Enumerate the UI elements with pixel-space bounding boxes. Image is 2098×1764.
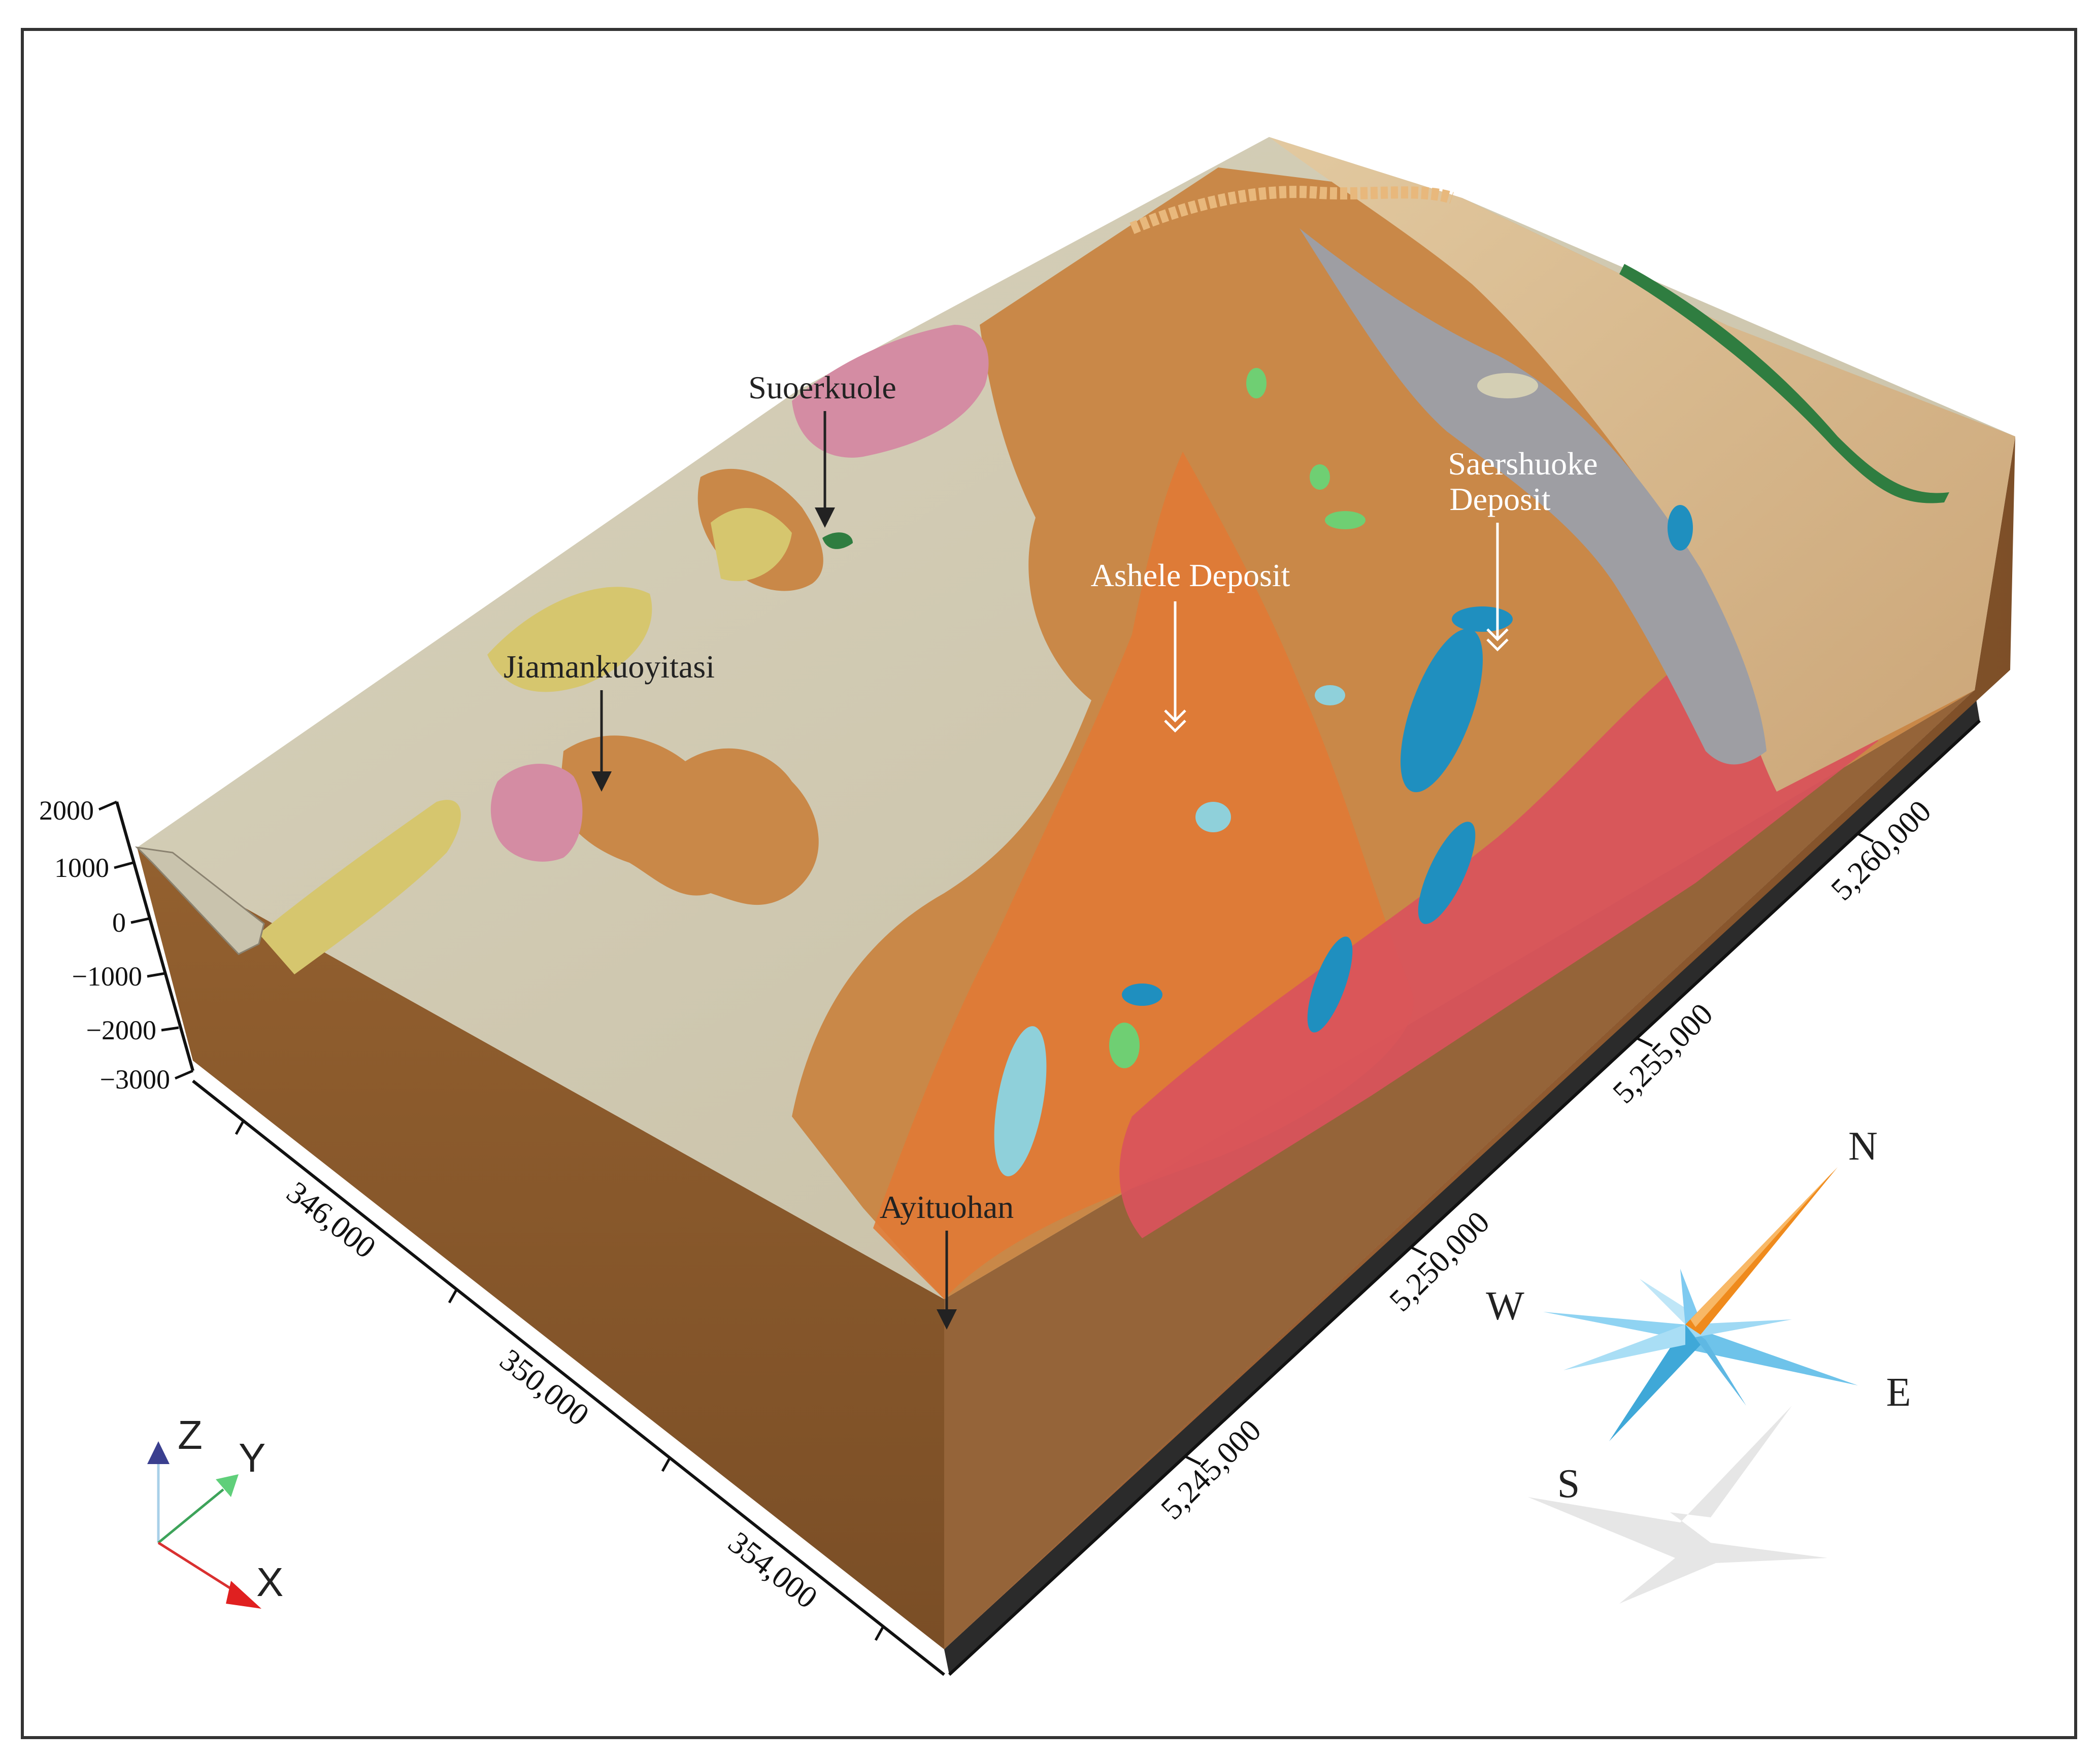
elevation-tick-mark	[130, 917, 150, 924]
triad-label-y: Y	[239, 1435, 265, 1480]
label-suoerkuole: Suoerkuole	[748, 369, 896, 528]
label-ashele-text: Ashele Deposit	[1091, 557, 1290, 593]
triad-y-arrow	[216, 1474, 239, 1497]
northing-tick-mark	[1636, 1037, 1653, 1047]
brown-patch-jiamankuoyitasi	[558, 735, 819, 905]
compass-ray-west	[1543, 1312, 1685, 1340]
green-patch-suoerkuole	[822, 532, 853, 549]
triad-label-z: Z	[178, 1412, 203, 1457]
green-patch-4	[1246, 368, 1267, 398]
pink-patch-suoerkuole	[792, 325, 989, 458]
elevation-axis: 2000 1000 0 −1000 −2000 −3000	[39, 795, 194, 1095]
compass-ray-ne	[1685, 1319, 1792, 1337]
label-suoerkuole-text: Suoerkuole	[748, 369, 896, 405]
compass-ray-se	[1685, 1325, 1746, 1406]
compass-star	[1543, 1167, 1858, 1441]
unit-red	[1119, 609, 1878, 1238]
elevation-axis-line	[115, 801, 194, 1071]
easting-tick-mark	[874, 1625, 885, 1641]
sw-edge-structure	[135, 846, 265, 955]
elevation-tick-label: −1000	[72, 961, 142, 992]
northing-tick-mark	[1410, 1246, 1427, 1257]
compass-ray-south	[1609, 1325, 1701, 1441]
elevation-tick-mark	[175, 1069, 193, 1080]
triad-z-arrow	[147, 1441, 170, 1464]
figure-frame	[21, 28, 2077, 1739]
yellow-patch-north	[711, 508, 792, 582]
elevation-tick-label: 0	[112, 907, 126, 938]
compass-label-west: W	[1486, 1284, 1524, 1329]
label-jiamankuoyitasi-text: Jiamankuoyitasi	[504, 649, 715, 685]
lightblue-patch-2	[1195, 802, 1231, 832]
elevation-tick-mark	[147, 972, 165, 978]
easting-axis-line	[192, 1079, 945, 1676]
triad-y-axis	[157, 1488, 224, 1544]
compass-shadow	[1528, 1406, 1827, 1604]
compass-label-east: E	[1886, 1370, 1911, 1415]
blue-lens-3	[1307, 936, 1353, 1033]
label-saershuoke-line1: Saershuoke	[1448, 446, 1597, 482]
compass-ray-north-highlight	[1690, 1172, 1833, 1327]
compass-rose: N W E S	[1486, 1124, 1911, 1604]
compass-ray-nw	[1640, 1279, 1695, 1325]
elevation-tick-label: −3000	[100, 1064, 170, 1095]
elevation-tick-label: 2000	[39, 795, 94, 826]
ridge-track	[1129, 186, 1454, 234]
label-saershuoke: Saershuoke Deposit	[1448, 446, 1598, 652]
label-ayituohan-text: Ayituohan	[880, 1189, 1014, 1225]
green-patch-3	[1310, 464, 1330, 490]
elevation-tick-mark	[161, 1026, 179, 1032]
yellow-patch-southwest	[259, 800, 461, 974]
axis-triad: Z Y X	[147, 1412, 283, 1609]
green-patch-1	[1109, 1023, 1140, 1068]
elevation-tick-label: 1000	[54, 853, 109, 883]
compass-ray-east	[1685, 1325, 1858, 1385]
blue-lens-6	[1122, 983, 1162, 1006]
block-front-face	[137, 847, 944, 1649]
label-jiamankuoyitasi: Jiamankuoyitasi	[504, 649, 715, 792]
triad-x-axis	[157, 1541, 240, 1595]
compass-ray-n-blue	[1680, 1269, 1698, 1325]
northing-tick-mark	[1184, 1455, 1202, 1466]
unit-grey-schist	[1300, 228, 1767, 765]
compass-ray-sw	[1563, 1325, 1685, 1370]
schist-inclusion	[1477, 373, 1538, 398]
block-base-shadow	[944, 690, 1980, 1675]
compass-label-south: S	[1557, 1462, 1580, 1506]
label-ayituohan: Ayituohan	[880, 1189, 1014, 1330]
green-patch-2	[1325, 511, 1366, 529]
easting-tick-mark	[448, 1288, 458, 1304]
northing-tick-mark	[1857, 832, 1874, 843]
pink-patch-west	[490, 764, 583, 862]
triad-x-arrow	[226, 1581, 261, 1609]
easting-tick-mark	[661, 1456, 672, 1472]
blue-lens-1	[1401, 628, 1483, 793]
yellow-patch-west	[487, 587, 652, 692]
label-saershuoke-chevron	[1486, 628, 1509, 652]
unit-tan	[1269, 137, 2015, 792]
easting-tick-mark	[235, 1120, 245, 1135]
blue-lens-4	[1452, 606, 1513, 632]
label-saershuoke-line2: Deposit	[1449, 481, 1550, 517]
northing-axis-line	[948, 719, 1981, 1676]
elevation-tick-mark	[98, 800, 117, 811]
compass-label-north: N	[1848, 1124, 1878, 1169]
blue-lens-2	[1418, 822, 1476, 924]
blue-lens-5	[1668, 505, 1693, 551]
elevation-tick-label: −2000	[86, 1015, 156, 1045]
lightblue-patch-3	[1315, 685, 1345, 705]
label-ashele: Ashele Deposit	[1091, 557, 1290, 733]
unit-green-band	[1619, 264, 1949, 503]
label-ashele-chevron	[1164, 709, 1186, 733]
lightblue-patch-1	[994, 1026, 1047, 1176]
triad-label-x: X	[256, 1559, 283, 1605]
elevation-tick-mark	[114, 861, 134, 869]
